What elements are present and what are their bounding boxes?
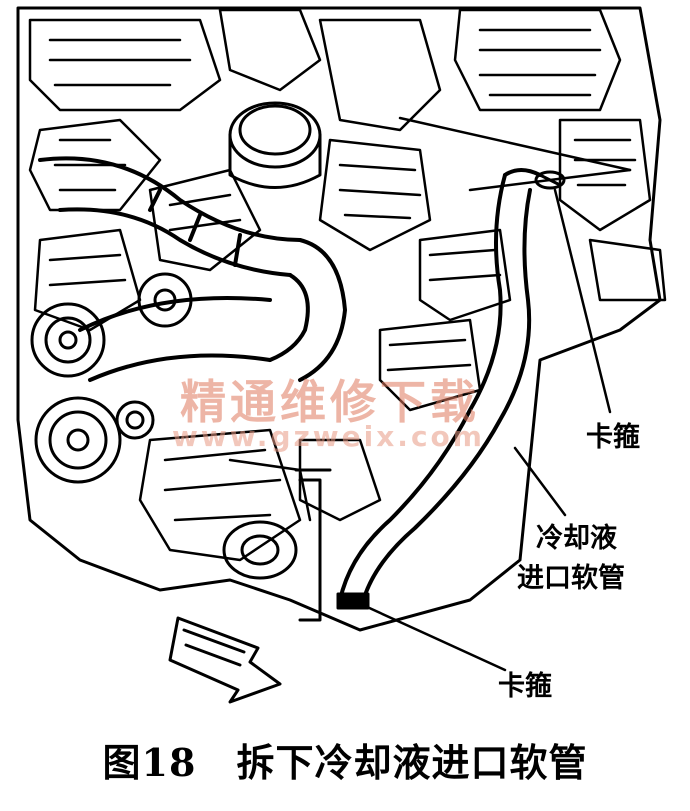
watermark-text: 精通维修下载 [180, 375, 480, 429]
figure-title: 拆下冷却液进口软管 [236, 740, 588, 785]
leader-lines [363, 116, 632, 672]
watermark-url: www.gzweix.com [172, 420, 485, 453]
pulleys [30, 272, 298, 580]
oil-filler-cap [228, 101, 322, 189]
engine-block [28, 8, 667, 562]
lower-clamp [336, 592, 370, 610]
clamp-label-top: 卡箍 [586, 422, 640, 453]
bracket [294, 468, 332, 622]
direction-arrow [168, 616, 282, 704]
figure-caption: 图18 拆下冷却液进口软管 [0, 738, 690, 788]
hose-label-line2: 进口软管 [517, 563, 625, 594]
figure-number: 图18 [102, 740, 197, 785]
intake-duct [38, 156, 347, 382]
hose-label-line1: 冷却液 [536, 523, 617, 554]
clamp-label-bottom: 卡箍 [498, 671, 552, 702]
